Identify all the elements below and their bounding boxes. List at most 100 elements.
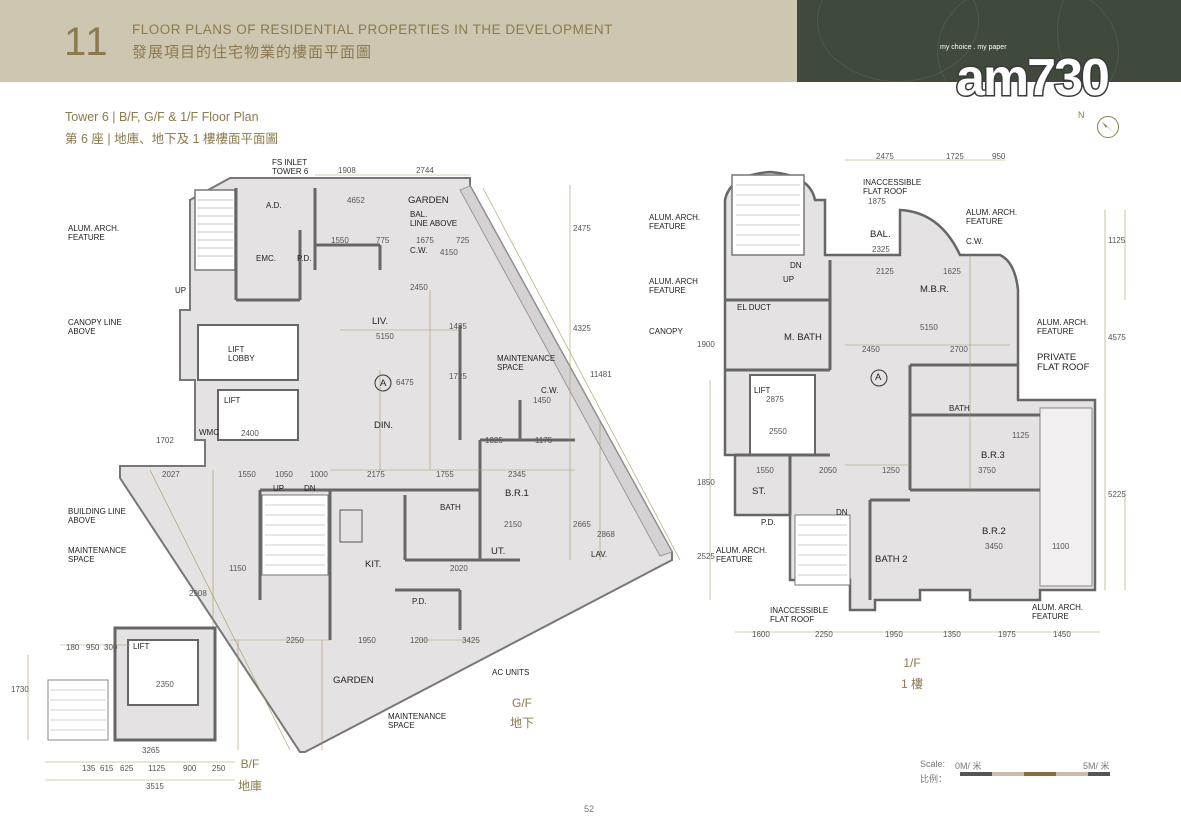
gf-dim: 4150	[440, 248, 458, 257]
gf-dim: 775	[376, 236, 390, 245]
f1-lift-label: LIFT	[754, 386, 771, 395]
gf-lift-label: LIFT	[224, 396, 241, 405]
gf-dim: 5150	[376, 332, 394, 341]
f1-dim: 5150	[920, 323, 938, 332]
f1-dim: 1875	[868, 197, 886, 206]
gf-dim: 2020	[450, 564, 468, 573]
gf-dim: 1450	[533, 396, 551, 405]
bf-dim: 900	[183, 764, 197, 773]
f1-alum-arch-label: ALUM. ARCH. FEATURE	[649, 213, 701, 231]
chapter-number: 11	[64, 20, 110, 64]
bf-dim: 1125	[148, 764, 166, 773]
f1-dim: 2325	[872, 245, 890, 254]
lift-lobby-label: LIFT LOBBY	[228, 345, 255, 363]
gf-dim: 1050	[275, 470, 293, 479]
f1-dim: 2550	[769, 427, 787, 436]
gf-dim: 2868	[597, 530, 615, 539]
bf-floor-name-en: B/F	[240, 757, 260, 771]
el-duct-label: EL DUCT	[737, 303, 771, 312]
inaccessible-roof2-label: INACCESSIBLE FLAT ROOF	[770, 606, 829, 624]
f1-dn2-label: DN	[836, 508, 848, 517]
scale-start-label: 0M/ 米	[955, 761, 982, 771]
gf-dim: 4325	[573, 324, 591, 333]
bal-line-label: BAL. LINE ABOVE	[410, 210, 458, 228]
gf-dn-label: DN	[304, 484, 316, 493]
gf-dim: 2665	[573, 520, 591, 529]
section-title-en: FLOOR PLANS OF RESIDENTIAL PROPERTIES IN…	[132, 22, 613, 37]
f1-alum-arch6-label: ALUM. ARCH. FEATURE	[1032, 603, 1084, 621]
canopy-label: CANOPY	[649, 327, 683, 336]
f1-alum-arch4-label: ALUM. ARCH. FEATURE	[1037, 318, 1089, 336]
brand-logo: am730	[955, 48, 1112, 109]
north-arrow-icon	[1097, 116, 1119, 138]
bf-dim: 3265	[142, 746, 160, 755]
gf-dim: 1908	[338, 166, 356, 175]
scale-end-label: 5M/ 米	[1083, 761, 1110, 771]
f1-dim: 2475	[876, 152, 894, 161]
gf-dim: 1675	[416, 236, 434, 245]
gf-plan-drawing	[119, 174, 681, 753]
scale-label-en: Scale:	[920, 759, 946, 769]
gf-dim: 2345	[508, 470, 526, 479]
f1-dim: 1725	[946, 152, 964, 161]
f1-dim: 2250	[815, 630, 833, 639]
gf-dim: 1550	[238, 470, 256, 479]
canopy-line-label: CANOPY LINE ABOVE	[68, 318, 122, 336]
gf-bath-label: BATH	[440, 503, 461, 512]
f1-alum-arch2-label: ALUM. ARCH. FEATURE	[966, 208, 1018, 226]
gf-up2-label: UP	[273, 484, 285, 493]
gf-pd-label: P.D.	[297, 254, 312, 263]
f1-dim: 1350	[943, 630, 961, 639]
bf-dim: 180	[66, 643, 80, 652]
gf-dim: 2250	[286, 636, 304, 645]
brand-tagline: my choice . my paper	[940, 44, 1007, 51]
liv-label: LIV.	[372, 316, 389, 327]
gf-dim: 1435	[449, 322, 467, 331]
gf-dim: 2400	[241, 429, 259, 438]
gf-dim: 2908	[189, 589, 207, 598]
gf-alum-arch-label: ALUM. ARCH. FEATURE	[68, 224, 120, 242]
gf-dim: 1200	[410, 636, 428, 645]
gf-maintenance2-label: MAINTENANCE SPACE	[68, 546, 127, 564]
gf-dim: 1325	[485, 436, 503, 445]
f1-dim: 2050	[819, 466, 837, 475]
gf-dim: 1725	[449, 372, 467, 381]
bf-lift-label: LIFT	[133, 642, 150, 651]
f1-plan-drawing	[709, 159, 1126, 633]
mbr-label: M.B.R.	[920, 284, 950, 295]
f1-dim: 1450	[1053, 630, 1071, 639]
din-label: DIN.	[374, 420, 393, 431]
st-label: ST.	[752, 486, 766, 497]
lav-label: LAV.	[591, 550, 608, 559]
gf-flat-a-label: A	[380, 378, 387, 389]
gf-cw-label: C.W.	[410, 246, 428, 255]
f1-dim: 1950	[885, 630, 903, 639]
bf-dim: 135	[82, 764, 96, 773]
f1-dim: 1975	[998, 630, 1016, 639]
gf-maintenance3-label: MAINTENANCE SPACE	[388, 712, 447, 730]
f1-dim: 4575	[1108, 333, 1126, 342]
m-bath-label: M. BATH	[784, 332, 822, 343]
ut-label: UT.	[491, 546, 506, 557]
f1-dim: 1850	[697, 478, 715, 487]
gf-floor-name-zh: 地下	[509, 716, 534, 730]
bf-dim: 300	[104, 643, 118, 652]
ac-units-label: AC UNITS	[492, 668, 530, 677]
f1-dim: 2700	[950, 345, 968, 354]
kit-label: KIT.	[365, 559, 382, 570]
br3-label: B.R.3	[981, 450, 1005, 461]
gf-dim: 2475	[573, 224, 591, 233]
gf-dim: 2150	[504, 520, 522, 529]
f1-cw-label: C.W.	[966, 237, 984, 246]
gf-dim: 11481	[590, 370, 612, 379]
scale-label-zh: 比例：	[920, 774, 948, 784]
gf-dim: 4652	[347, 196, 365, 205]
gf-dim: 2175	[367, 470, 385, 479]
bf-dim: 1730	[11, 685, 29, 694]
f1-dim: 3750	[978, 466, 996, 475]
bf-dim: 950	[86, 643, 100, 652]
gf-dim: 2027	[162, 470, 180, 479]
building-line-label: BUILDING LINE ABOVE	[68, 507, 126, 525]
gf-dim: 1000	[310, 470, 328, 479]
f1-alum-arch5-label: ALUM. ARCH. FEATURE	[716, 546, 768, 564]
